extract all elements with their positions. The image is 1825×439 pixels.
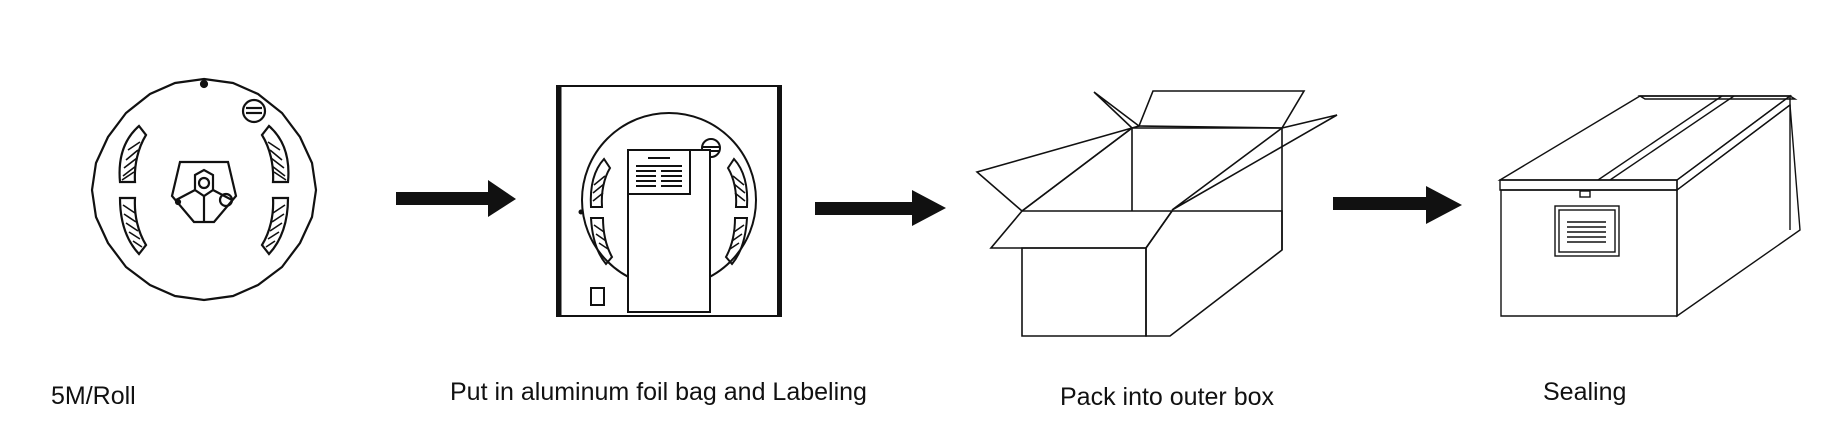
step-label-sealing: Sealing	[1543, 378, 1627, 406]
reel-slot-left-top	[118, 124, 148, 184]
bag-small-square	[590, 287, 605, 306]
reel-slot-right-top	[260, 124, 290, 184]
sealed-box-front	[1500, 189, 1678, 317]
step-label-outer-box: Pack into outer box	[1060, 383, 1275, 411]
bag-label-sticker	[627, 149, 691, 195]
foil-bag-icon	[556, 85, 782, 317]
sealed-box-label	[1554, 205, 1620, 257]
open-box-icon	[975, 90, 1338, 337]
sealed-box-rim	[1499, 179, 1678, 191]
arrow-right-icon	[396, 180, 516, 217]
sealed-box-icon	[1497, 94, 1801, 318]
reel-logo-mark	[241, 98, 267, 124]
step-label-foil-bag: Put in aluminum foil bag and Labeling	[450, 378, 867, 406]
arrow-right-icon	[815, 190, 946, 226]
reel-hub	[170, 160, 238, 224]
step-label-roll: 5M/Roll	[51, 382, 136, 410]
reel-top-hole	[199, 79, 209, 89]
reel-slot-left-bottom	[118, 196, 148, 256]
sealed-box-side	[1676, 103, 1801, 318]
reel-outer-flange	[90, 77, 318, 302]
reel-icon	[90, 77, 318, 302]
bag-reel-slots	[589, 157, 749, 266]
arrow-right-icon	[1333, 186, 1462, 224]
reel-slot-right-bottom	[260, 196, 290, 256]
